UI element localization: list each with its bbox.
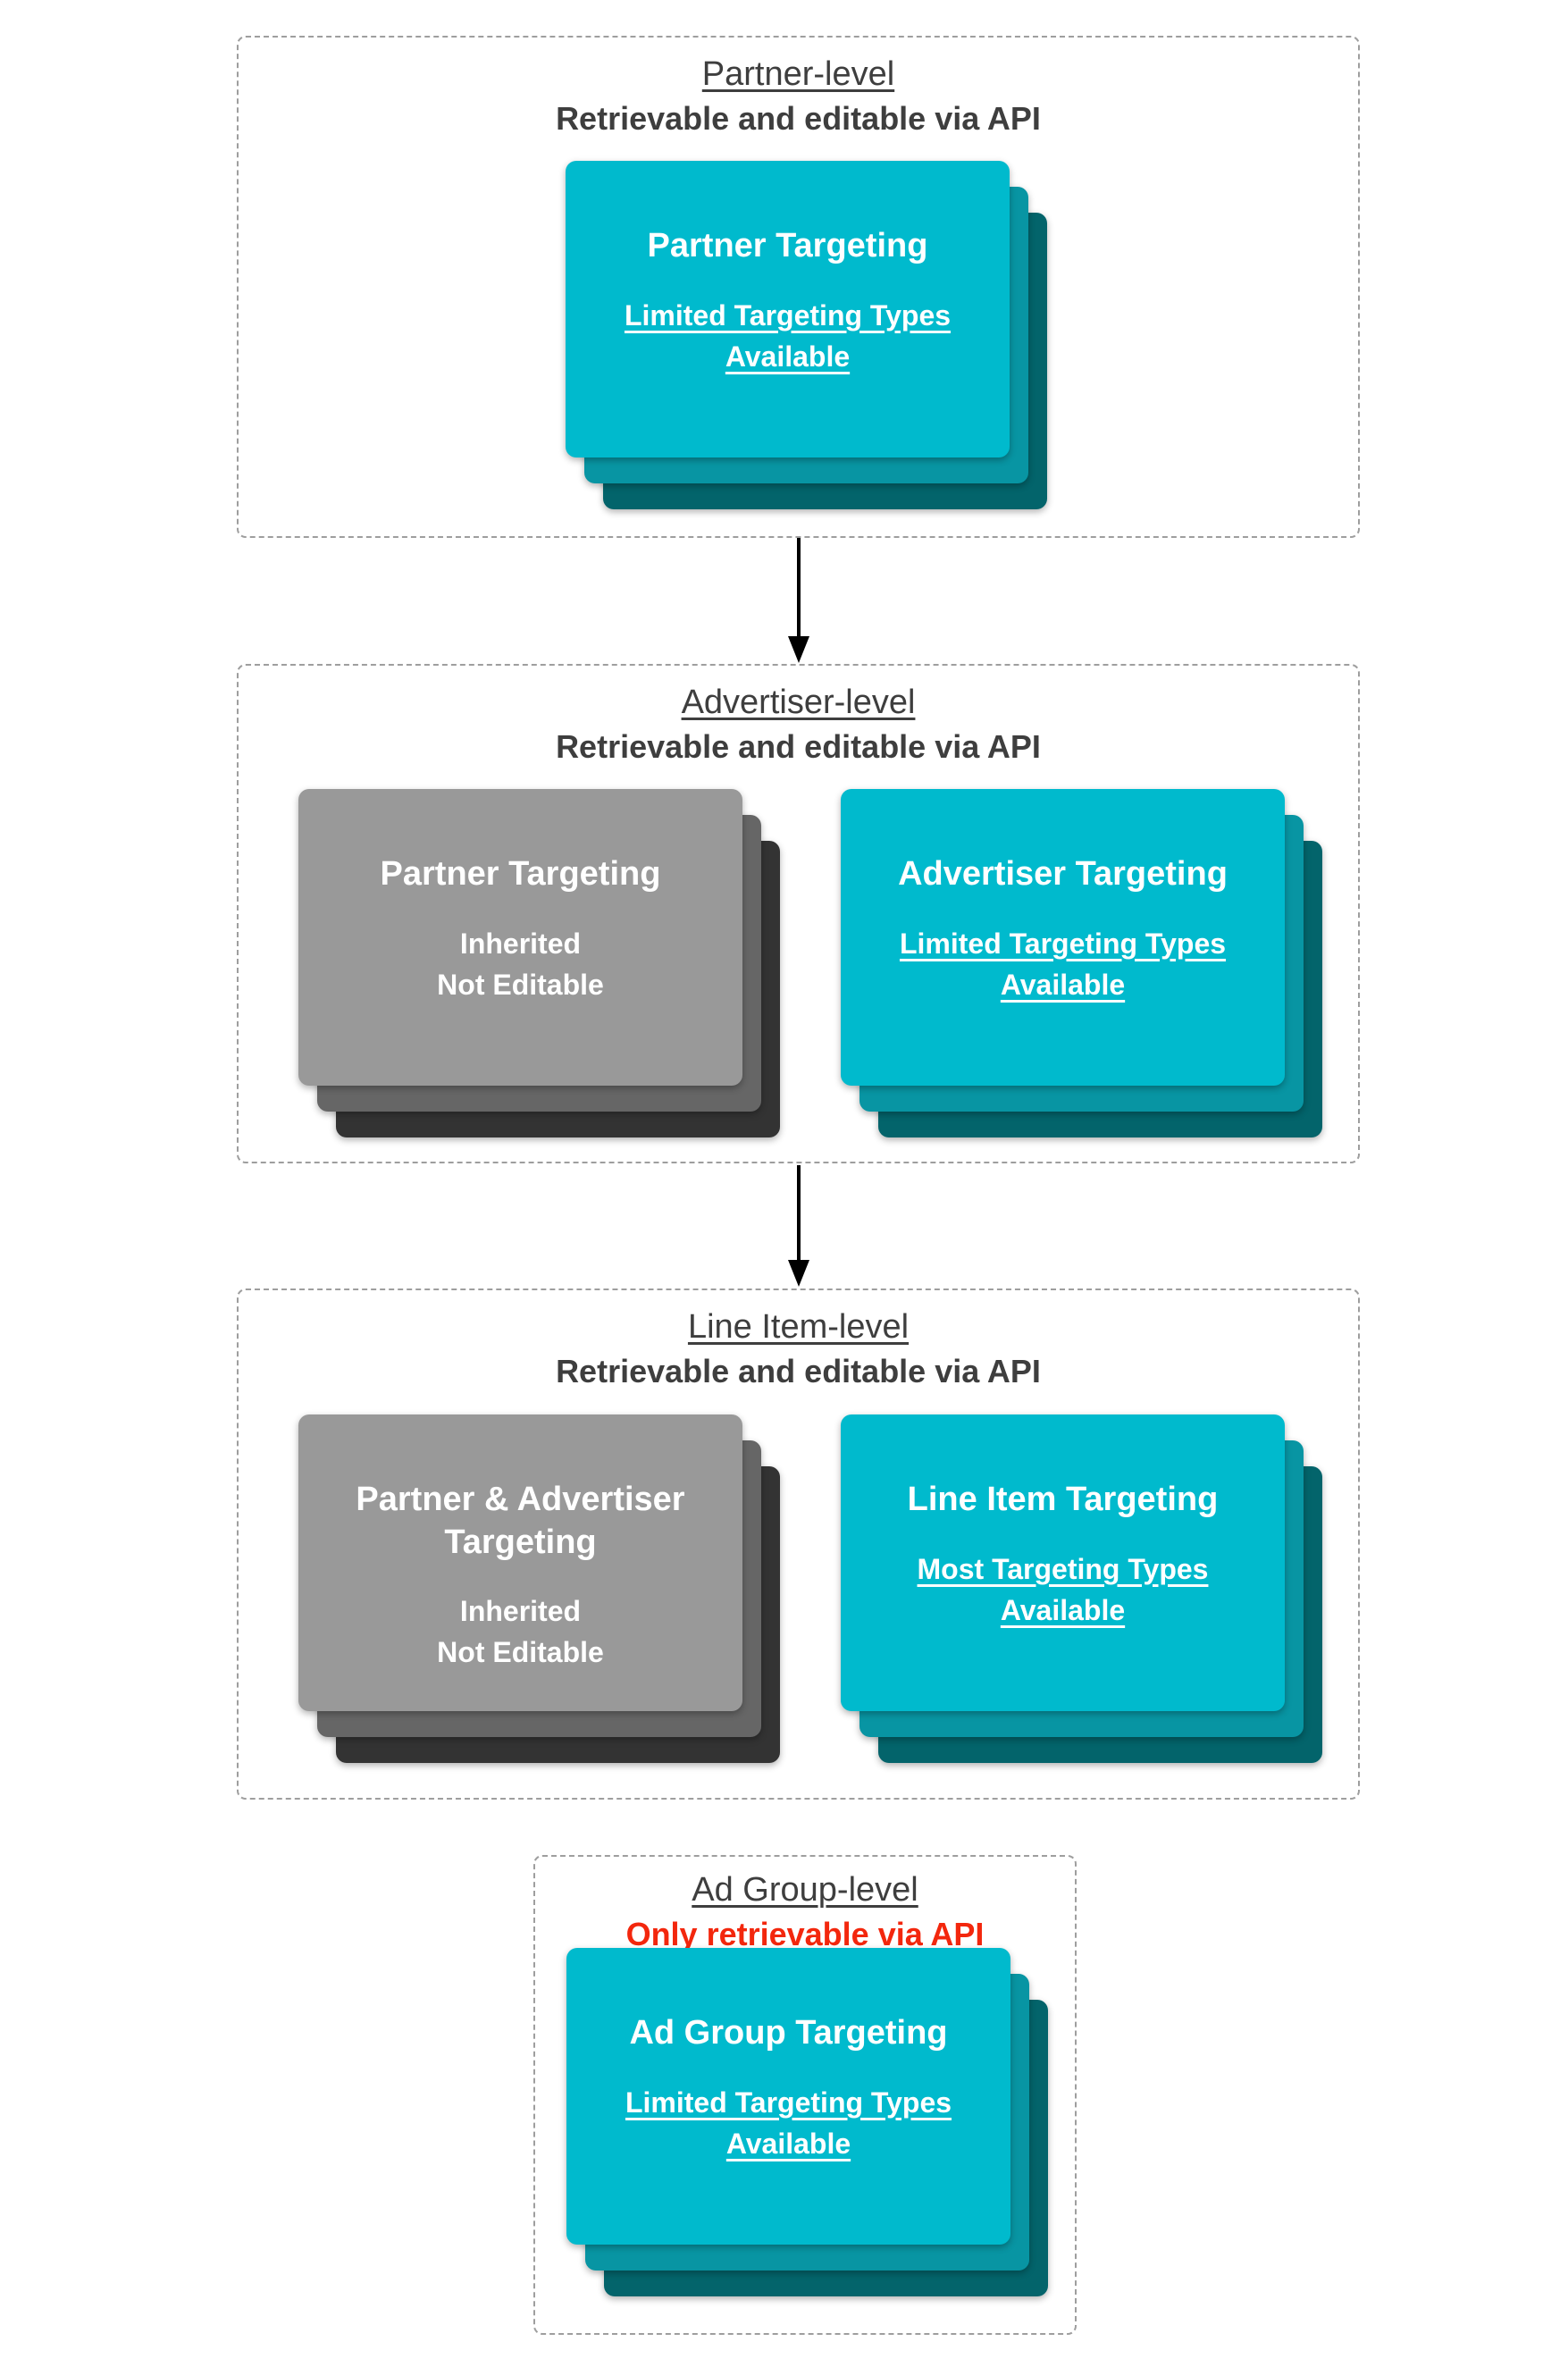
arrow-shaft bbox=[797, 1165, 801, 1262]
card-line-item-targeting: Line Item Targeting Most Targeting Types… bbox=[841, 1414, 1285, 1711]
card-ad-group-targeting: Ad Group Targeting Limited Targeting Typ… bbox=[566, 1948, 1010, 2245]
card-note-link: Limited Targeting Types Available bbox=[625, 2086, 952, 2160]
card-title: Partner Targeting bbox=[647, 227, 928, 264]
card-partner-advertiser-targeting-inherited: Partner & Advertiser Targeting Inherited… bbox=[298, 1414, 742, 1711]
arrow-head bbox=[788, 636, 809, 663]
card-stack-inherited-partner-targeting: Partner Targeting Inherited Not Editable bbox=[298, 789, 780, 1137]
section-title: Line Item-level bbox=[687, 1308, 910, 1346]
section-subtitle: Retrievable and editable via API bbox=[556, 99, 1041, 137]
card-stack-line-item-targeting: Line Item Targeting Most Targeting Types… bbox=[841, 1414, 1322, 1763]
card-stack-advertiser-targeting: Advertiser Targeting Limited Targeting T… bbox=[841, 789, 1322, 1137]
down-arrow-icon bbox=[788, 538, 809, 665]
section-subtitle: Retrievable and editable via API bbox=[556, 727, 1041, 765]
arrow-head bbox=[788, 1260, 809, 1287]
section-title: Partner-level bbox=[701, 55, 895, 93]
card-note-link: Most Targeting Types Available bbox=[917, 1552, 1209, 1626]
card-title: Partner Targeting bbox=[380, 855, 661, 893]
section-subtitle: Retrievable and editable via API bbox=[556, 1352, 1041, 1389]
card-title: Advertiser Targeting bbox=[898, 855, 1228, 893]
card-stack-ad-group-targeting: Ad Group Targeting Limited Targeting Typ… bbox=[566, 1948, 1048, 2296]
card-note-link: Limited Targeting Types Available bbox=[899, 927, 1227, 1001]
card-title: Ad Group Targeting bbox=[629, 2014, 948, 2052]
card-partner-targeting: Partner Targeting Limited Targeting Type… bbox=[566, 161, 1010, 457]
section-subtitle-red: Only retrievable via API bbox=[625, 1915, 985, 1952]
section-partner-level: Partner-level Retrievable and editable v… bbox=[237, 36, 1360, 538]
card-advertiser-targeting: Advertiser Targeting Limited Targeting T… bbox=[841, 789, 1285, 1086]
section-title: Advertiser-level bbox=[681, 684, 916, 721]
card-partner-targeting-inherited: Partner Targeting Inherited Not Editable bbox=[298, 789, 742, 1086]
card-stack-inherited-partner-advertiser-targeting: Partner & Advertiser Targeting Inherited… bbox=[298, 1414, 780, 1763]
card-note: Inherited Not Editable bbox=[437, 927, 604, 1001]
arrow-shaft bbox=[797, 538, 801, 638]
card-stack-partner-targeting: Partner Targeting Limited Targeting Type… bbox=[566, 161, 1047, 509]
card-note-link: Limited Targeting Types Available bbox=[624, 298, 952, 373]
card-note: Inherited Not Editable bbox=[437, 1595, 604, 1669]
down-arrow-icon bbox=[788, 1165, 809, 1288]
card-title: Line Item Targeting bbox=[907, 1481, 1219, 1518]
section-advertiser-level: Advertiser-level Retrievable and editabl… bbox=[237, 664, 1360, 1163]
section-title: Ad Group-level bbox=[692, 1871, 918, 1909]
section-line-item-level: Line Item-level Retrievable and editable… bbox=[237, 1288, 1360, 1800]
section-ad-group-level: Ad Group-level Only retrievable via API … bbox=[533, 1855, 1077, 2335]
card-title: Partner & Advertiser Targeting bbox=[356, 1481, 685, 1561]
